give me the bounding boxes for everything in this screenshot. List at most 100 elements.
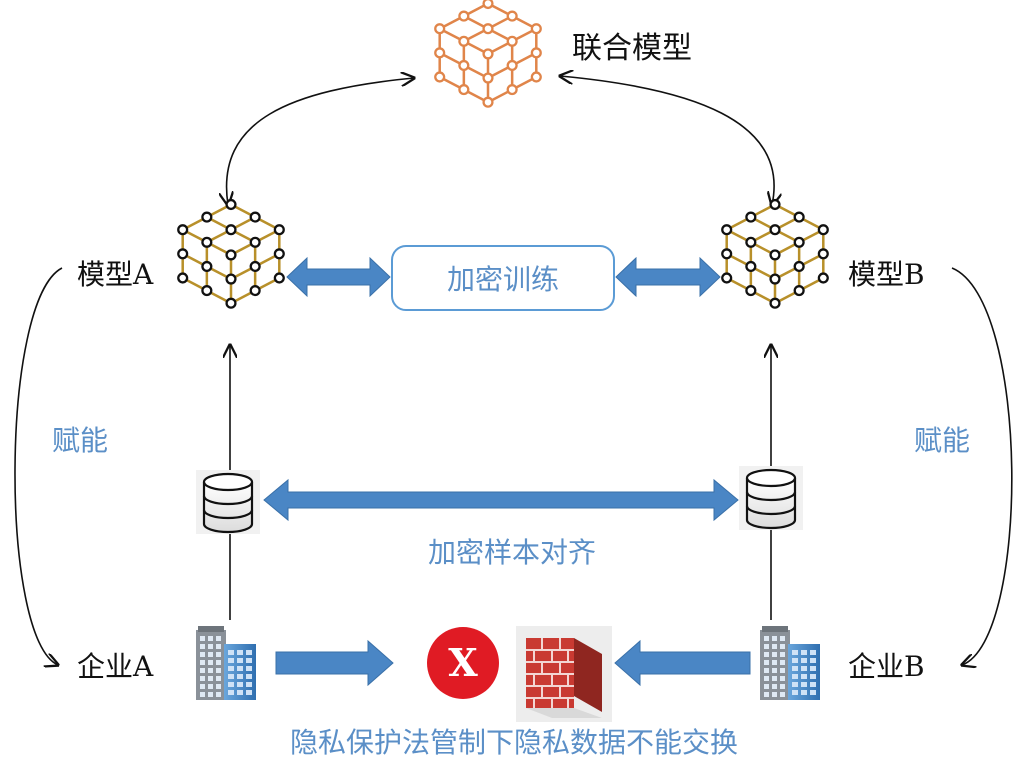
cube-node (273, 248, 285, 260)
building-window (772, 692, 777, 697)
building-window (216, 668, 221, 673)
building-window (246, 658, 252, 663)
building-window (810, 674, 816, 679)
cube-node (249, 285, 261, 297)
building-window (246, 690, 252, 695)
cube-node (482, 23, 494, 35)
building-window (801, 690, 807, 695)
building-roof (198, 626, 224, 632)
building-window (237, 682, 243, 687)
building-window (801, 650, 807, 655)
federated-model-icon (434, 0, 542, 108)
cube-node (530, 23, 542, 35)
firewall-icon (516, 626, 612, 722)
building-window (208, 644, 213, 649)
cube-node (225, 297, 237, 309)
building-window (208, 668, 213, 673)
federated-to-model-a-arrow (227, 78, 414, 205)
building-window (792, 682, 798, 687)
building-window (228, 690, 234, 695)
building-window (216, 652, 221, 657)
cube-node (201, 236, 213, 248)
cube-node (793, 236, 805, 248)
building-window (200, 644, 205, 649)
building-window (216, 644, 221, 649)
building-window (810, 682, 816, 687)
cube-node (249, 211, 261, 223)
building-window (200, 668, 205, 673)
database-b-icon (739, 466, 803, 530)
building-window (208, 660, 213, 665)
cube-node (745, 211, 757, 223)
cube-node (482, 72, 494, 84)
cube-node (506, 10, 518, 22)
building-window (246, 682, 252, 687)
cube-node (745, 236, 757, 248)
building-window (772, 660, 777, 665)
building-window (246, 674, 252, 679)
building-window (208, 692, 213, 697)
building-window (792, 658, 798, 663)
cube-node (249, 260, 261, 273)
cube-node (530, 71, 542, 83)
building-window (780, 636, 785, 641)
building-window (228, 650, 234, 655)
building-window (228, 666, 234, 671)
cube-node (458, 10, 470, 22)
building-window (772, 684, 777, 689)
building-window (216, 684, 221, 689)
cube-node (793, 260, 805, 273)
cube-node (482, 96, 494, 108)
building-window (810, 690, 816, 695)
cube-node (721, 224, 733, 236)
cube-node (745, 285, 757, 297)
cube-node (769, 249, 781, 261)
building-window (216, 692, 221, 697)
privacy-block-caption: 隐私保护法管制下隐私数据不能交换 (290, 726, 738, 759)
cube-node (482, 0, 494, 10)
cube-node (434, 23, 446, 35)
enterprise-b-label: 企业B (848, 650, 925, 683)
model-b-training-double-arrow (615, 256, 721, 298)
cube-node (721, 248, 733, 260)
building-window (764, 684, 769, 689)
building-window (228, 674, 234, 679)
building-window (237, 658, 243, 663)
cube-node (817, 224, 829, 236)
cube-node (506, 84, 518, 96)
building-window (792, 650, 798, 655)
building-window (216, 636, 221, 641)
svg-text:X: X (448, 640, 478, 685)
cube-node (769, 224, 781, 236)
building-window (237, 674, 243, 679)
building-window (208, 636, 213, 641)
building-window (772, 676, 777, 681)
sample-alignment-label: 加密样本对齐 (428, 536, 596, 569)
building-window (216, 676, 221, 681)
building-window (780, 692, 785, 697)
cube-node (249, 236, 261, 248)
building-window (764, 692, 769, 697)
building-window (772, 668, 777, 673)
building-window (228, 658, 234, 663)
building-window (200, 676, 205, 681)
federated-model-label: 联合模型 (572, 31, 692, 66)
reject-x-icon: X (427, 627, 499, 699)
cube-node (769, 297, 781, 309)
building-roof (762, 626, 788, 632)
building-window (208, 676, 213, 681)
building-window (237, 690, 243, 695)
building-window (792, 666, 798, 671)
building-window (780, 668, 785, 673)
cube-node (434, 71, 446, 83)
cube-node (458, 84, 470, 96)
building-window (200, 652, 205, 657)
federated-to-model-b-arrow (560, 76, 774, 205)
building-window (810, 658, 816, 663)
building-window (764, 668, 769, 673)
enterprise-a-label: 企业A (77, 650, 154, 683)
cube-node (458, 59, 470, 72)
enterprise-a-building-icon (196, 626, 256, 700)
encrypted-training-box (391, 245, 615, 311)
